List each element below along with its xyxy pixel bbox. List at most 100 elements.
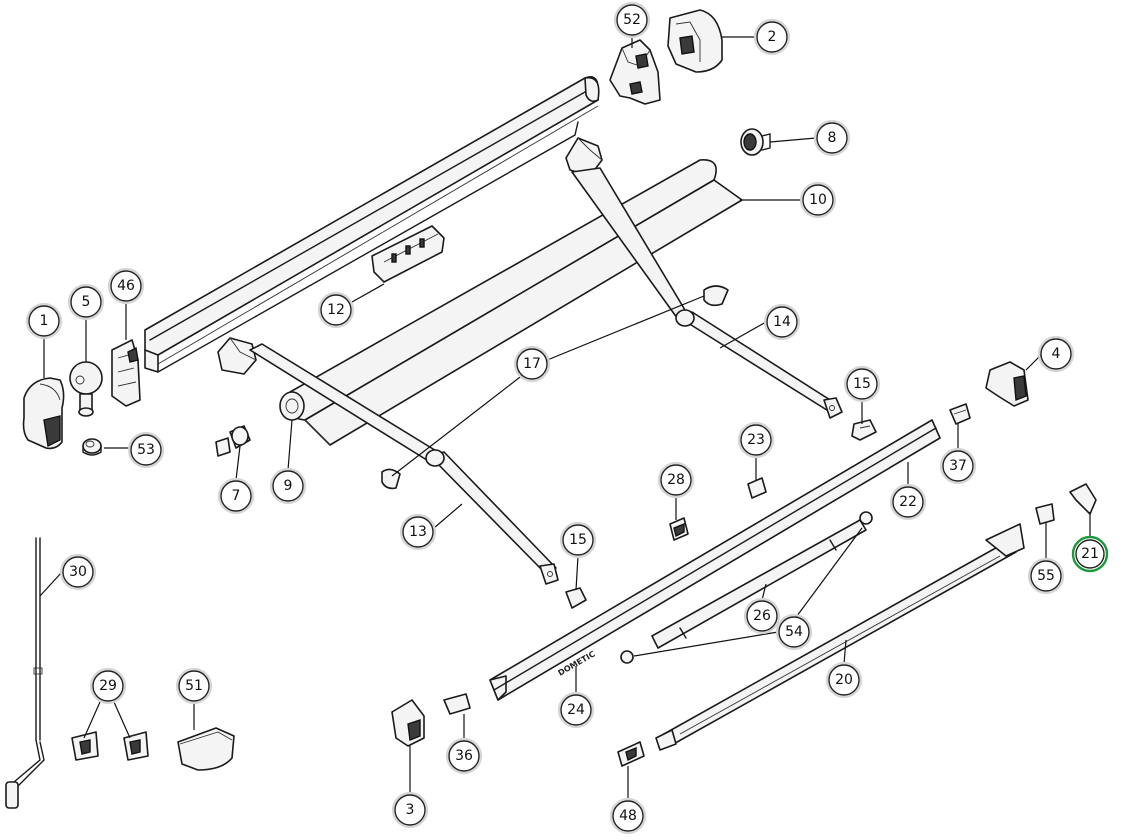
callout-15-lower: 15 xyxy=(559,521,597,559)
callout-label: 5 xyxy=(82,294,91,310)
clips-29-part xyxy=(71,731,149,761)
callout-15-upper: 15 xyxy=(843,365,881,403)
end-cap-3-part xyxy=(391,699,425,747)
callout-label: 51 xyxy=(185,678,203,694)
bracket-37-part xyxy=(949,403,971,425)
callout-46: 46 xyxy=(107,267,145,305)
callout-label: 36 xyxy=(455,748,473,764)
callout-55: 55 xyxy=(1027,557,1065,595)
callout-29: 29 xyxy=(89,667,127,705)
callout-54: 54 xyxy=(775,613,813,651)
callout-24: 24 xyxy=(557,691,595,729)
leader-lines xyxy=(39,36,1091,800)
highlight-ring xyxy=(1071,535,1109,573)
callout-label: 55 xyxy=(1037,568,1055,584)
callout-37: 37 xyxy=(939,447,977,485)
callout-26: 26 xyxy=(743,597,781,635)
front-profile-22-part: DOMETIC xyxy=(489,419,941,701)
callout-22: 22 xyxy=(889,483,927,521)
cap-54-part xyxy=(620,650,634,664)
callout-48: 48 xyxy=(609,797,647,835)
callout-label: 28 xyxy=(667,472,685,488)
callout-label: 24 xyxy=(567,702,585,718)
callout-9: 9 xyxy=(269,467,307,505)
callout-label: 37 xyxy=(949,458,967,474)
callout-52: 52 xyxy=(613,1,651,39)
arm-13-part xyxy=(249,343,559,585)
callout-28: 28 xyxy=(657,461,695,499)
cassette-housing-part xyxy=(144,76,600,373)
hook-21-part xyxy=(1069,483,1097,515)
knob-8-part xyxy=(740,128,771,156)
callout-10: 10 xyxy=(799,181,837,219)
fabric-clip-12-part xyxy=(371,225,445,283)
callout-51: 51 xyxy=(175,667,213,705)
callout-8: 8 xyxy=(813,119,851,157)
callout-label: 9 xyxy=(284,478,293,494)
callout-7: 7 xyxy=(217,477,255,515)
callout-label: 21 xyxy=(1081,546,1099,562)
callout-label: 22 xyxy=(899,494,917,510)
callout-label: 3 xyxy=(406,802,415,818)
arm-bracket-left-part xyxy=(217,337,257,375)
cover-51-part xyxy=(177,727,235,771)
callout-4: 4 xyxy=(1037,335,1075,373)
callout-21: 21 xyxy=(1071,535,1109,573)
callout-label: 53 xyxy=(137,442,155,458)
bracket-36-part xyxy=(443,693,471,715)
callout-2: 2 xyxy=(753,18,791,56)
callout-5: 5 xyxy=(67,283,105,321)
cap-55-part xyxy=(1035,503,1055,525)
front-bar-20-part xyxy=(655,523,1025,751)
callout-label: 48 xyxy=(619,808,637,824)
callout-label: 20 xyxy=(835,672,853,688)
bracket-28-part xyxy=(669,517,689,541)
callout-label: 46 xyxy=(117,278,135,294)
callout-label: 23 xyxy=(747,432,765,448)
arm-bracket-upper-right-part xyxy=(565,137,603,177)
spring-cap-5-part xyxy=(69,361,103,417)
callout-30: 30 xyxy=(59,553,97,591)
end-plug-7-part xyxy=(215,425,251,457)
callout-label: 29 xyxy=(99,678,117,694)
callout-label: 30 xyxy=(69,564,87,580)
arm-14-part xyxy=(571,167,843,419)
callout-label: 10 xyxy=(809,192,827,208)
hinge-17-part xyxy=(381,285,729,490)
callout-label: 26 xyxy=(753,608,771,624)
callout-label: 2 xyxy=(768,29,777,45)
callout-label: 15 xyxy=(853,376,871,392)
callout-label: 12 xyxy=(327,302,345,318)
callout-23: 23 xyxy=(737,421,775,459)
end-cap-2-part xyxy=(667,9,723,73)
callout-label: 7 xyxy=(232,488,241,504)
callout-13: 13 xyxy=(399,513,437,551)
callout-label: 14 xyxy=(773,314,791,330)
clip-23-part xyxy=(747,477,767,499)
bushing-53-part xyxy=(82,438,102,456)
callout-label: 52 xyxy=(623,12,641,28)
end-cap-15a-part xyxy=(851,419,877,441)
callout-3: 3 xyxy=(391,791,429,829)
callout-20: 20 xyxy=(825,661,863,699)
clip-46-part xyxy=(111,339,141,407)
callout-label: 15 xyxy=(569,532,587,548)
end-bracket-52-part xyxy=(609,39,661,105)
bracket-48-part xyxy=(617,741,645,767)
callout-label: 8 xyxy=(828,130,837,146)
callout-17: 17 xyxy=(513,345,551,383)
crank-handle-30-part xyxy=(5,537,45,809)
callout-label: 13 xyxy=(409,524,427,540)
callout-14: 14 xyxy=(763,303,801,341)
end-bracket-4-part xyxy=(985,361,1029,407)
callout-36: 36 xyxy=(445,737,483,775)
callout-1: 1 xyxy=(25,302,63,340)
rod-26-part xyxy=(651,511,873,649)
end-cap-15b-part xyxy=(565,587,587,609)
callout-12: 12 xyxy=(317,291,355,329)
callout-label: 4 xyxy=(1052,346,1061,362)
callout-53: 53 xyxy=(127,431,165,469)
callout-label: 1 xyxy=(40,313,49,329)
callout-label: 54 xyxy=(785,624,803,640)
